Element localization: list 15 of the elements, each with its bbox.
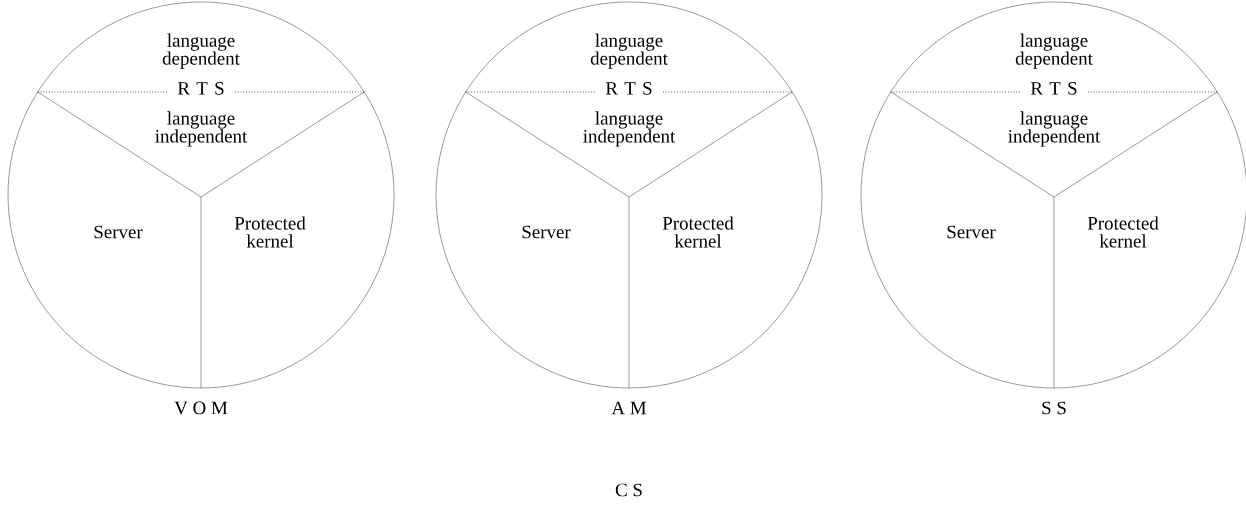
circle-caption: A M bbox=[611, 401, 647, 415]
circle bbox=[435, 1, 823, 389]
circle bbox=[7, 1, 395, 389]
sector-label: Server bbox=[94, 225, 143, 239]
sector-label: language dependent R T S language independent bbox=[583, 33, 676, 147]
sector-label: language dependent R T S language independent bbox=[1008, 33, 1101, 147]
sector-label: Protected kernel bbox=[234, 216, 306, 248]
sector-label: Server bbox=[947, 225, 996, 239]
circle-caption: V O M bbox=[174, 401, 228, 415]
sector-label: Protected kernel bbox=[1087, 216, 1159, 248]
sector-label: Protected kernel bbox=[662, 216, 734, 248]
figure-label: C S bbox=[615, 483, 642, 497]
sector-label: language dependent R T S language independent bbox=[155, 33, 248, 147]
circle-caption: S S bbox=[1042, 401, 1066, 415]
sector-label: Server bbox=[522, 225, 571, 239]
